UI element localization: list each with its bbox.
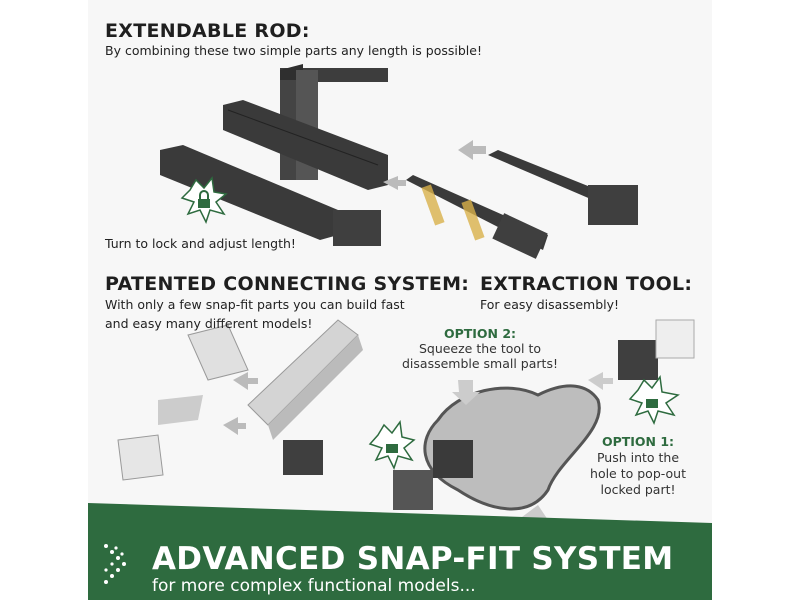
infographic: EXTENDABLE ROD: By combining these two s… [88, 0, 712, 600]
banner-title: ADVANCED SNAP-FIT SYSTEM [152, 541, 674, 577]
dots-chevron-icon [104, 544, 126, 584]
option-1-line-2: hole to pop-out [590, 466, 686, 481]
extraction-tool [393, 319, 695, 530]
connecting-line-2: and easy many different models! [105, 316, 313, 331]
rod-subtitle: By combining these two simple parts any … [105, 43, 482, 58]
unlock-icon [628, 375, 680, 425]
illustrations [88, 64, 712, 600]
rod-part-5 [488, 150, 638, 225]
rod-caption: Turn to lock and adjust length! [105, 236, 296, 251]
extraction-title: EXTRACTION TOOL: [480, 273, 693, 295]
arrow-icon [458, 140, 486, 160]
option-2-label: OPTION 2: [443, 326, 517, 341]
arrow-icon [383, 176, 406, 190]
extraction-subtitle: For easy disassembly! [480, 297, 620, 312]
option-1-label: OPTION 1: [601, 434, 675, 449]
option-2-line-1: Squeeze the tool to [418, 341, 542, 356]
rod-part-3 [160, 145, 381, 246]
option-2: OPTION 2: Squeeze the tool to disassembl… [400, 326, 560, 371]
option-1-line-3: locked part! [600, 482, 676, 497]
connector-assembly [117, 319, 363, 481]
option-1: OPTION 1: Push into the hole to pop-out … [588, 434, 688, 498]
option-2-line-2: disassemble small parts! [402, 356, 558, 371]
connecting-line-1: With only a few snap-fit parts you can b… [105, 297, 405, 312]
rod-title: EXTENDABLE ROD: [105, 20, 310, 42]
option-1-line-1: Push into the [596, 450, 680, 465]
connecting-title: PATENTED CONNECTING SYSTEM: [105, 273, 470, 295]
unlock-icon [368, 420, 416, 470]
rod-part-4 [406, 175, 548, 259]
banner-background [88, 503, 712, 600]
lock-icon [180, 176, 228, 224]
banner-subtitle: for more complex functional models... [152, 576, 476, 596]
rod-part-2 [223, 100, 388, 190]
